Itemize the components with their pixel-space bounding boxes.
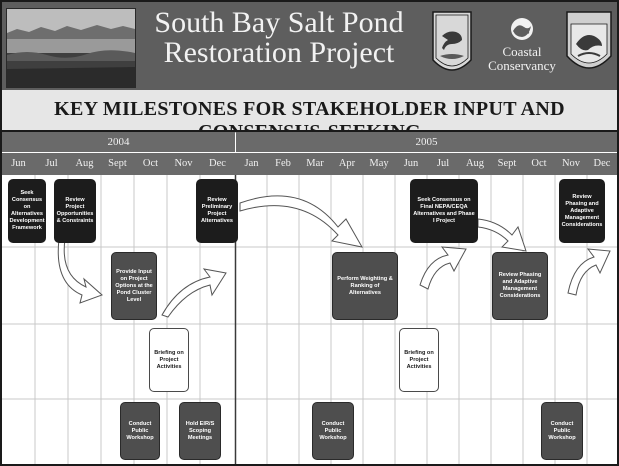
month-2004-aug: Aug xyxy=(75,158,94,169)
coastal-line-2: Conservancy xyxy=(488,58,556,73)
month-2005-oct: Oct xyxy=(531,158,547,169)
milestone-briefing-1: Briefing on Project Activities xyxy=(149,328,189,392)
marsh-landscape-photo xyxy=(6,8,136,88)
arrow-weighting-to-final xyxy=(419,246,467,290)
month-2004-jun: Jun xyxy=(11,158,26,169)
month-2005-aug: Aug xyxy=(465,158,485,169)
milestone-briefing-2: Briefing on Project Activities xyxy=(399,328,439,392)
month-2005-dec: Dec xyxy=(593,158,611,169)
project-title: South Bay Salt Pond Restoration Project xyxy=(136,8,422,68)
arrow-final-to-phasing xyxy=(477,218,527,252)
year-2004: 2004 xyxy=(2,132,235,152)
month-2005-feb: Feb xyxy=(275,158,291,169)
month-2005-jan: Jan xyxy=(244,158,259,169)
arrow-input-to-preliminary xyxy=(161,268,227,318)
milestone-review-phasing-adaptive: Review Phasing and Adaptive Management C… xyxy=(492,252,548,320)
month-2005-sept: Sept xyxy=(497,158,517,169)
month-2005-jun: Jun xyxy=(403,158,419,169)
month-2004-jul: Jul xyxy=(45,158,58,169)
title-line-2: Restoration Project xyxy=(163,36,395,69)
milestone-public-workshop-3: Conduct Public Workshop xyxy=(541,402,583,460)
coastal-line-1: Coastal xyxy=(502,44,542,59)
milestone-public-workshop-2: Conduct Public Workshop xyxy=(312,402,354,460)
milestone-seek-consensus-final: Seek Consensus on Final NEPA/CEQA Altern… xyxy=(410,179,478,243)
conservancy-wave-icon xyxy=(511,18,533,40)
milestone-public-workshop-1: Conduct Public Workshop xyxy=(120,402,160,460)
month-2004-dec: Dec xyxy=(209,158,226,169)
flow-arrows xyxy=(57,195,611,318)
arrow-phasing-to-mgmt xyxy=(567,248,611,296)
month-2005-mar: Mar xyxy=(306,158,324,169)
milestone-review-preliminary: Review Preliminary Project Alternatives xyxy=(196,179,238,243)
month-2004-oct: Oct xyxy=(142,158,159,169)
milestone-provide-input: Provide Input on Project Options at the … xyxy=(111,252,157,320)
arrow-preliminary-to-weighting xyxy=(239,195,363,248)
heading-band xyxy=(2,90,617,132)
arrow-review-to-input xyxy=(57,238,103,304)
month-2005-may: May xyxy=(369,158,389,169)
milestone-review-opportunities: Review Project Opportunities & Constrain… xyxy=(54,179,96,243)
month-2005-apr: Apr xyxy=(338,158,356,169)
month-row xyxy=(2,153,617,175)
milestone-perform-weighting: Perform Weighting & Ranking of Alternati… xyxy=(332,252,398,320)
milestone-seek-consensus-alternatives: Seek Consensus on Alternatives Developme… xyxy=(8,179,46,243)
milestone-eir-scoping: Hold EIR/S Scoping Meetings xyxy=(179,402,221,460)
title-line-1: South Bay Salt Pond xyxy=(154,6,404,39)
fish-and-wildlife-service-seal xyxy=(564,10,614,82)
fish-and-game-seal xyxy=(430,10,474,82)
month-2004-sept: Sept xyxy=(108,158,127,169)
month-2005-jul: Jul xyxy=(436,158,450,169)
month-2004-nov: Nov xyxy=(174,158,193,169)
month-2005-nov: Nov xyxy=(561,158,581,169)
milestone-review-phasing-management: Review Phasing and Adaptive Management C… xyxy=(559,179,605,243)
year-2005: 2005 xyxy=(236,132,617,152)
coastal-conservancy-logo: Coastal Conservancy xyxy=(480,16,564,73)
